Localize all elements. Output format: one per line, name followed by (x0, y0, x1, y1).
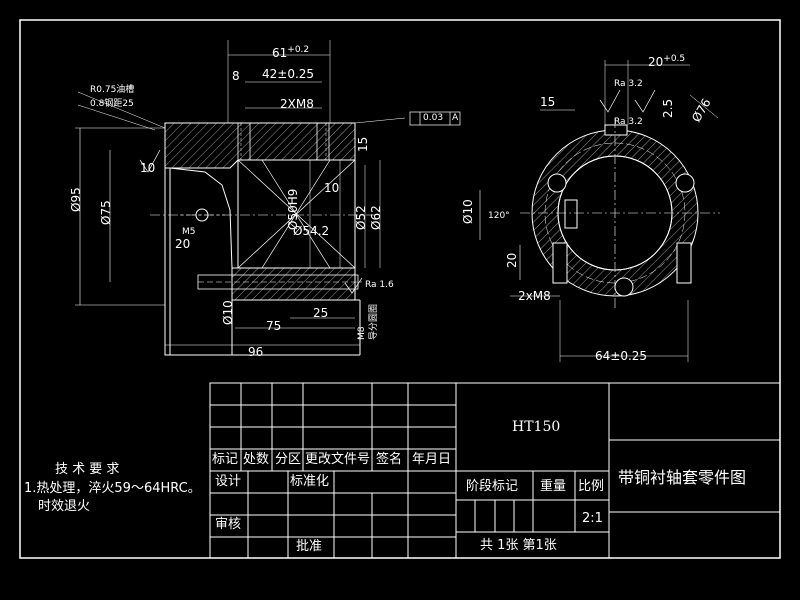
tb-review: 审核 (215, 517, 242, 532)
dim-61-tol: +0.2 (287, 45, 310, 55)
note-r075: R0.75油槽 (90, 85, 135, 95)
note-depth: 0.8钢距25 (90, 99, 134, 109)
dim-61-value: 61 (272, 46, 288, 60)
dim-61: 61+0.2 (272, 45, 310, 60)
tb-header-1: 处数 (243, 452, 270, 467)
side-dim-20v: 20 (505, 252, 519, 268)
side-note-text: 导分圆圈 (369, 303, 379, 340)
material-label: HT150 (512, 419, 561, 435)
label-m5: M5 (182, 227, 196, 237)
dim-phi75: Ø75 (99, 200, 113, 225)
side-dim-2xm8: 2xM8 (518, 289, 551, 303)
side-dim-15: 15 (540, 95, 556, 109)
tol-box-datum: A (452, 113, 459, 123)
side-view (479, 60, 720, 362)
tb-sheets: 共 1张 第1张 (480, 538, 557, 553)
tb-header-5: 年月日 (412, 452, 452, 467)
ra-note-front: Ra 1.6 (365, 280, 394, 290)
tb-scale-label: 比例 (578, 479, 605, 494)
dim-96: 96 (248, 345, 264, 359)
dim-8: 8 (232, 69, 240, 83)
tb-standard: 标准化 (290, 474, 330, 489)
dim-phi95: Ø95 (69, 187, 83, 212)
tb-header-0: 标记 (212, 452, 239, 467)
side-dim-20-tol: +0.5 (663, 54, 686, 64)
dim-75: 75 (266, 319, 282, 333)
side-dim-phi10: Ø10 (461, 199, 475, 224)
tb-header-2: 分区 (275, 452, 302, 467)
dim-phi62: Ø62 (369, 205, 383, 230)
side-dim-angle: 120° (488, 211, 510, 221)
dim-phi542: Ø54.2 (293, 224, 330, 238)
tb-design: 设计 (215, 474, 242, 489)
side-dim-20-value: 20 (648, 55, 664, 69)
title-block-lines (209, 382, 781, 559)
side-ra1: Ra 3.2 (614, 79, 643, 89)
tb-weight: 重量 (540, 479, 567, 494)
tech-req-line1: 1.热处理，淬火59～64HRC。 (24, 481, 201, 496)
tb-approve: 批准 (296, 539, 323, 554)
front-hatch-bottom (231, 267, 356, 301)
part-name: 带铜衬轴套零件图 (618, 468, 747, 487)
tech-req-title: 技 术 要 求 (55, 462, 120, 477)
side-note-text2: M8 (357, 326, 367, 341)
dim-phi52: Ø52 (354, 205, 368, 230)
dim-20: 20 (175, 237, 191, 251)
side-dim-2-5: 2.5 (661, 98, 675, 118)
front-hatch-top (164, 122, 356, 169)
tol-box-value: 0.03 (423, 113, 444, 123)
tb-scale: 2:1 (582, 511, 603, 526)
front-view (75, 40, 461, 356)
tb-header-4: 签名 (376, 452, 403, 467)
tb-stage-mark: 阶段标记 (466, 479, 519, 494)
dim-10a: 10 (140, 161, 156, 175)
dim-15: 15 (356, 136, 370, 152)
dim-42: 42±0.25 (262, 67, 315, 81)
dim-2xm8: 2XM8 (280, 97, 314, 111)
side-dim-20: 20+0.5 (648, 54, 686, 69)
side-ra2: Ra 3.2 (614, 117, 643, 127)
side-dim-64: 64±0.25 (595, 349, 648, 363)
dim-25: 25 (313, 306, 329, 320)
tech-req-line2: 时效退火 (38, 499, 91, 514)
dim-10v: 10 (324, 181, 340, 195)
dim-phi10: Ø10 (221, 300, 235, 325)
tb-header-3: 更改文件号 (305, 452, 371, 467)
